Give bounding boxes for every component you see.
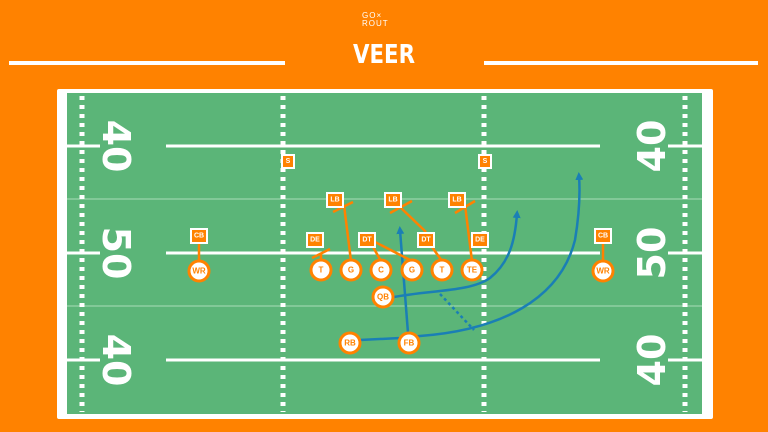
- offense-lg: G: [339, 258, 363, 282]
- offense-rg: G: [400, 258, 424, 282]
- svg-text:WR: WR: [192, 267, 206, 276]
- svg-text:50: 50: [94, 227, 138, 280]
- offense-rb: RB: [338, 331, 362, 355]
- defender-cb-left: CB: [190, 228, 208, 244]
- svg-text:T: T: [319, 266, 324, 275]
- offense-fb: FB: [397, 331, 421, 355]
- defender-de-left: DE: [306, 232, 324, 248]
- offense-lt: T: [309, 258, 333, 282]
- header-rule-left: [9, 61, 285, 65]
- defender-lb-left: LB: [326, 192, 344, 208]
- defender-cb-right: CB: [594, 228, 612, 244]
- svg-text:DT: DT: [362, 237, 372, 244]
- play-title: VEER: [352, 40, 416, 70]
- offense-qb: QB: [371, 285, 395, 309]
- major-yard-lines: [67, 144, 702, 362]
- svg-text:40: 40: [94, 120, 138, 173]
- pitch-relation-dotted: [439, 293, 475, 331]
- header-rule-right: [484, 61, 758, 65]
- svg-text:G: G: [348, 266, 354, 275]
- yard-numbers-right: 40 50 40: [630, 120, 674, 387]
- svg-text:S: S: [286, 158, 291, 165]
- defender-s-left: S: [281, 154, 295, 169]
- defender-dt-left: DT: [358, 232, 376, 248]
- defender-lb-right: LB: [448, 192, 466, 208]
- svg-text:CB: CB: [194, 233, 204, 240]
- svg-text:DE: DE: [475, 237, 485, 244]
- svg-text:40: 40: [94, 334, 138, 387]
- svg-text:LB: LB: [330, 197, 339, 204]
- svg-text:DE: DE: [310, 237, 320, 244]
- svg-text:LB: LB: [388, 197, 397, 204]
- offense-rt: T: [430, 258, 454, 282]
- gox-rout-logo: GO× ROUT: [362, 12, 406, 28]
- defender-de-right: DE: [471, 232, 489, 248]
- defender-dt-right: DT: [417, 232, 435, 248]
- qb-option-route: [393, 210, 521, 299]
- defender-lb-middle: LB: [384, 192, 402, 208]
- routes: [359, 172, 584, 342]
- svg-text:S: S: [483, 158, 488, 165]
- svg-text:CB: CB: [598, 233, 608, 240]
- yard-numbers-left: 40 50 40: [94, 120, 138, 387]
- offense-players: WR T G C G T TE QB RB FB WR: [187, 258, 615, 355]
- svg-text:WR: WR: [596, 267, 610, 276]
- defense-players: CB S S LB LB LB DE DT DT DE CB: [190, 154, 612, 248]
- svg-text:FB: FB: [404, 339, 415, 348]
- svg-text:40: 40: [630, 120, 674, 173]
- fb-dive-route: [396, 226, 410, 334]
- svg-text:DT: DT: [421, 237, 431, 244]
- logo-line-1: GO×: [362, 11, 383, 20]
- offense-wr-right: WR: [591, 259, 615, 283]
- offense-c: C: [369, 258, 393, 282]
- svg-text:T: T: [440, 266, 445, 275]
- svg-text:40: 40: [630, 334, 674, 387]
- svg-text:G: G: [409, 266, 415, 275]
- logo-line-2: ROUT: [362, 19, 389, 28]
- svg-text:RB: RB: [344, 339, 356, 348]
- svg-text:QB: QB: [377, 293, 389, 302]
- rb-pitch-route: [359, 172, 584, 342]
- offense-wr-left: WR: [187, 259, 211, 283]
- offense-te: TE: [460, 258, 484, 282]
- defender-s-right: S: [478, 154, 492, 169]
- svg-text:50: 50: [630, 227, 674, 280]
- svg-text:LB: LB: [452, 197, 461, 204]
- svg-text:TE: TE: [467, 266, 478, 275]
- hash-marks: [79, 96, 688, 412]
- svg-text:C: C: [378, 266, 384, 275]
